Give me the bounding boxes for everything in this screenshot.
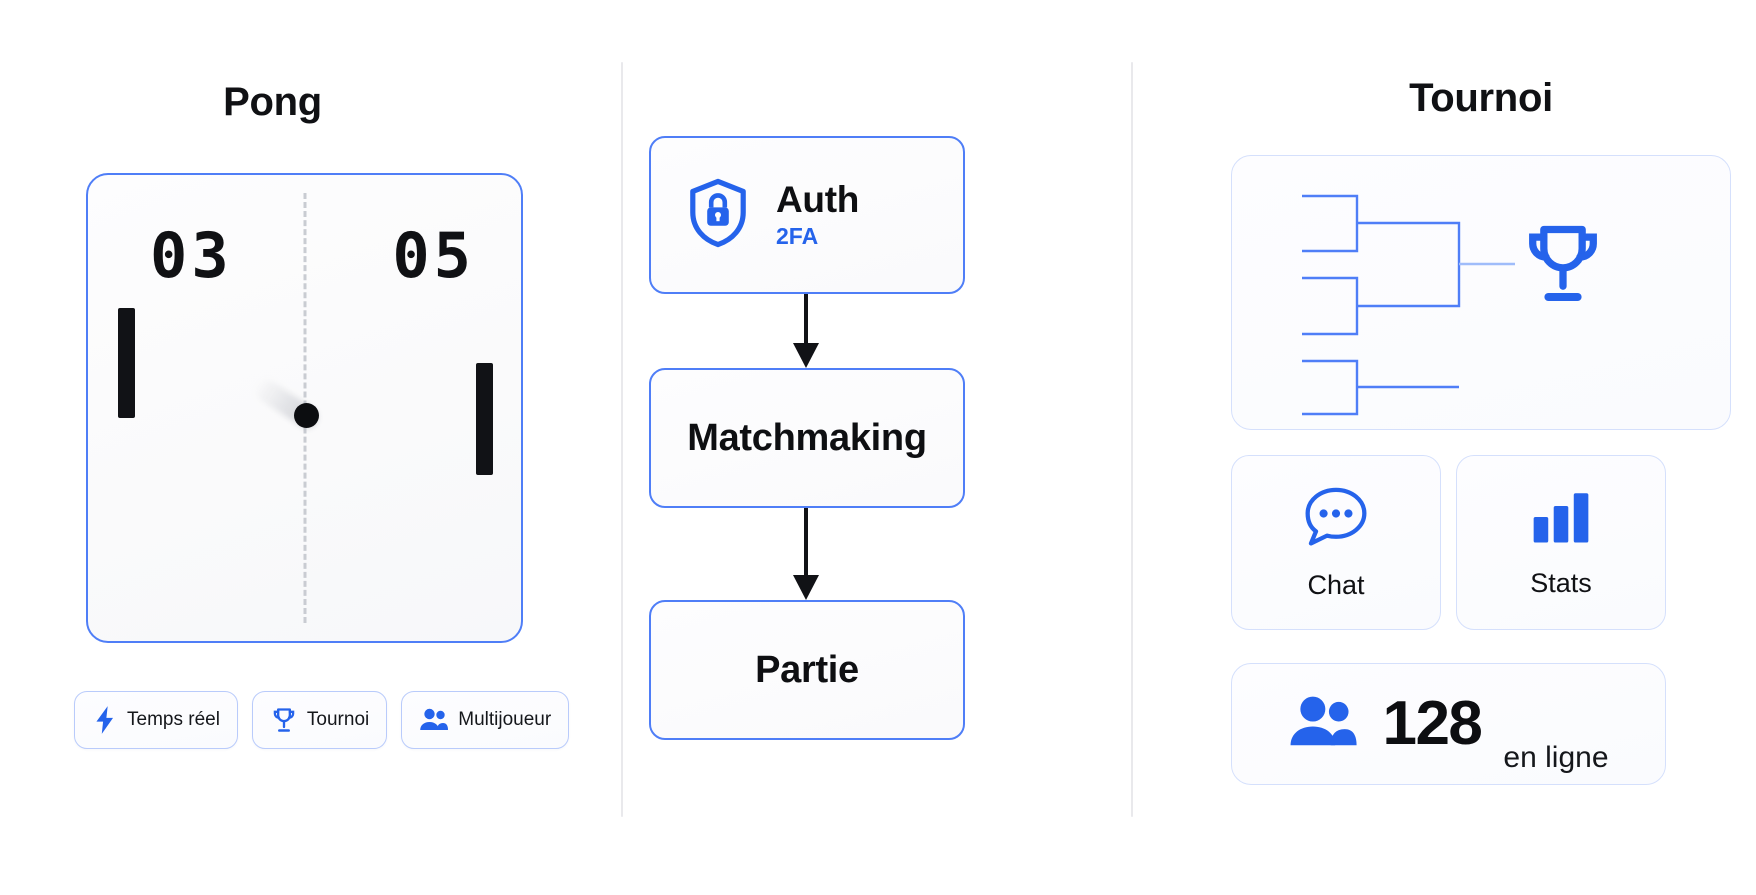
score-right: 05	[392, 219, 475, 292]
pong-title: Pong	[223, 80, 322, 124]
online-players-card[interactable]: 128 en ligne	[1231, 663, 1666, 785]
flow-step-label: Partie	[755, 648, 859, 691]
badge-label: Tournoi	[306, 709, 370, 730]
auth-title: Auth	[776, 178, 860, 220]
bar-chart-icon	[1530, 486, 1592, 553]
arrow-head	[793, 343, 819, 368]
lightning-bolt-icon	[92, 705, 118, 735]
auth-texts: Auth 2FA	[776, 178, 860, 249]
trophy-icon	[270, 706, 298, 734]
paddle-right[interactable]	[476, 363, 493, 475]
column-divider-left	[621, 62, 623, 817]
pong-panel: Pong 03 05 Temps réel	[0, 0, 621, 895]
paddle-left[interactable]	[118, 308, 135, 418]
tournament-title: Tournoi	[1409, 76, 1553, 120]
feature-card-label: Chat	[1307, 570, 1365, 600]
pong-game-field[interactable]: 03 05	[86, 173, 523, 643]
flow-step-matchmaking[interactable]: Matchmaking	[649, 368, 965, 508]
flow-step-partie[interactable]: Partie	[649, 600, 965, 740]
online-count: 128	[1382, 689, 1482, 758]
arrow-down-icon-auth-to-matchmaking	[793, 294, 819, 368]
people-icon	[1288, 693, 1360, 756]
shield-lock-icon	[686, 177, 750, 254]
badge-label: Temps réel	[127, 709, 220, 730]
score-left: 03	[150, 219, 233, 292]
flow-panel: Auth 2FA Matchmaking Partie	[621, 0, 1131, 895]
bracket-diagram	[1302, 194, 1515, 416]
feature-card-stats[interactable]: Stats	[1456, 455, 1666, 630]
chat-bubble-icon	[1301, 484, 1371, 555]
pong-feature-badges: Temps réel Tournoi	[74, 691, 570, 749]
badge-tournoi[interactable]: Tournoi	[251, 691, 388, 749]
ball	[294, 403, 319, 428]
flow-step-auth[interactable]: Auth 2FA	[649, 136, 965, 294]
flow-step-label: Matchmaking	[687, 416, 927, 459]
tournament-bracket-card[interactable]	[1231, 155, 1731, 430]
auth-subtitle: 2FA	[776, 222, 819, 249]
tournament-panel: Tournoi	[1131, 0, 1756, 895]
badge-temps-reel[interactable]: Temps réel	[74, 691, 238, 749]
arrow-shaft	[804, 294, 808, 346]
feature-card-chat[interactable]: Chat	[1231, 455, 1441, 630]
arrow-down-icon-matchmaking-to-partie	[793, 508, 819, 600]
feature-card-label: Stats	[1530, 568, 1592, 598]
people-icon	[419, 707, 449, 733]
badge-label: Multijoueur	[458, 709, 552, 730]
arrow-head	[793, 575, 819, 600]
badge-multijoueur[interactable]: Multijoueur	[401, 691, 570, 749]
arrow-shaft	[804, 508, 808, 578]
online-label: en ligne	[1503, 741, 1609, 774]
column-divider-right	[1131, 62, 1133, 817]
